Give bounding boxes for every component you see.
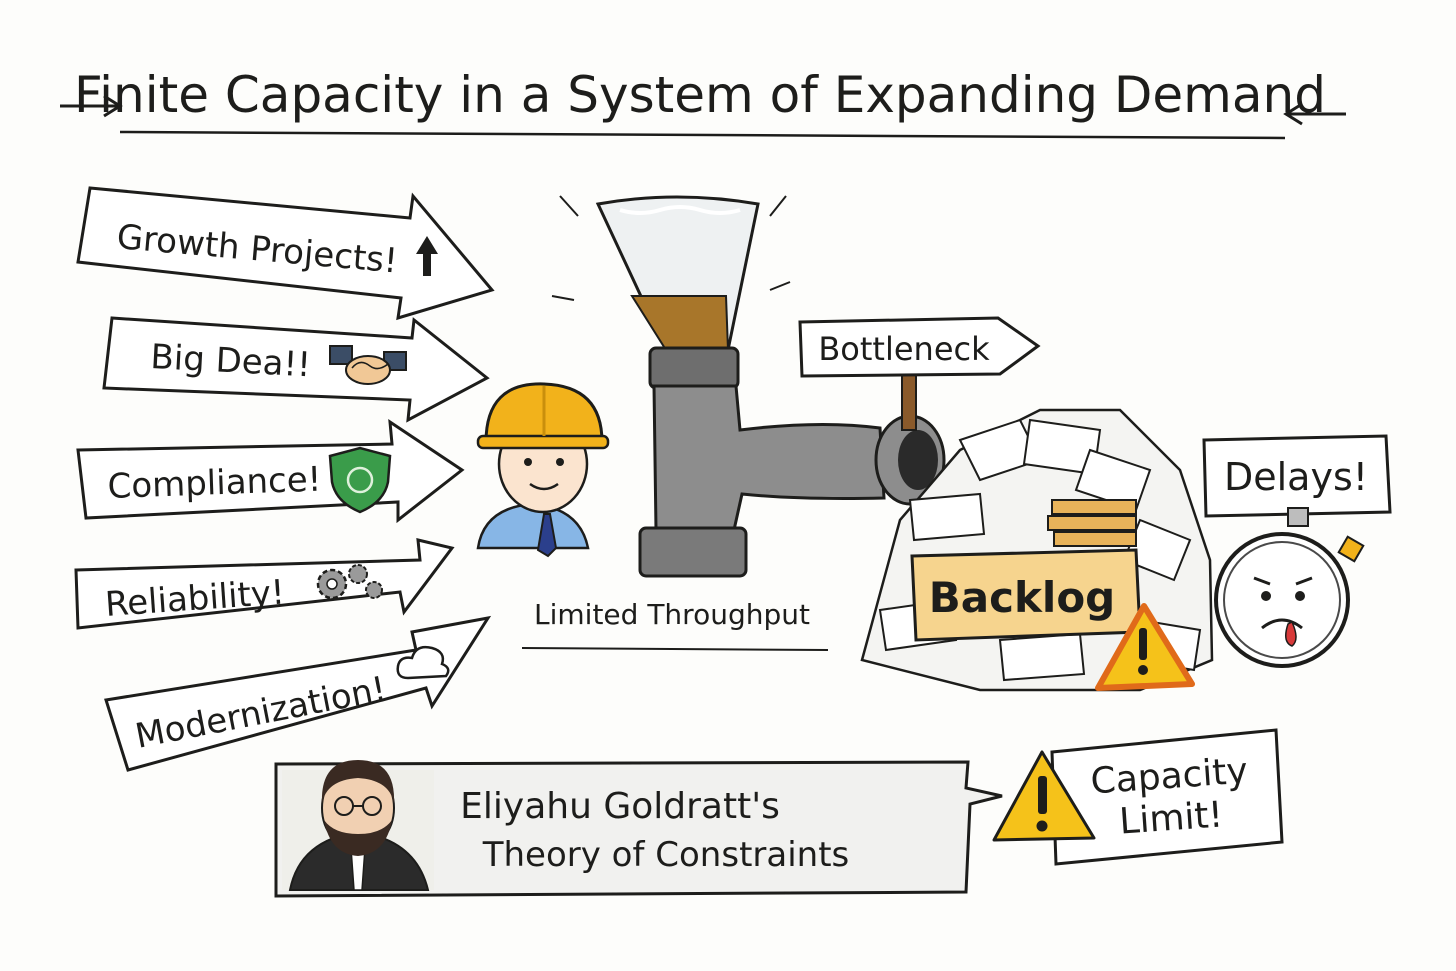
bottleneck-funnel [552,196,944,576]
page-title: Finite Capacity in a System of Expanding… [74,66,1326,124]
goldratt-banner: Eliyahu Goldratt's Theory of Constraints [276,760,1002,896]
demand-label-big-deal: Big Dea!! [150,337,312,385]
demand-label-compliance: Compliance! [107,460,322,507]
pipe-body [654,386,884,530]
folder-stack [1048,500,1136,546]
goldratt-line1: Eliyahu Goldratt's [460,786,780,827]
demand-arrow-growth: Growth Projects! [78,188,492,318]
throughput-caption-group: Limited Throughput [522,598,828,650]
bottleneck-signpost: Bottleneck [800,318,1038,430]
capacity-line2: Limit! [1118,794,1224,842]
worker-figure [478,384,608,556]
pipe-foot [640,528,746,576]
demand-arrow-reliability: Reliability! [76,540,452,628]
delays-label: Delays! [1224,455,1368,499]
bottleneck-sign-label: Bottleneck [818,330,990,368]
title-group: Finite Capacity in a System of Expanding… [60,66,1346,138]
goldratt-line2: Theory of Constraints [482,835,850,875]
capacity-limit-sign: Capacity Limit! [1052,730,1282,864]
funnel-liquid [632,296,728,350]
throughput-caption: Limited Throughput [534,598,810,631]
delays-sign: Delays! [1204,436,1390,516]
title-underline [120,132,1285,138]
demand-arrow-big-deal: Big Dea!! [104,318,487,420]
demand-arrow-compliance: Compliance! [78,422,462,520]
goldratt-portrait [282,760,434,890]
backlog-sign: Backlog [912,550,1140,640]
backlog-label: Backlog [929,573,1116,622]
stopwatch-icon [1216,508,1363,666]
demand-arrow-modernization: Modernization! [106,618,488,770]
